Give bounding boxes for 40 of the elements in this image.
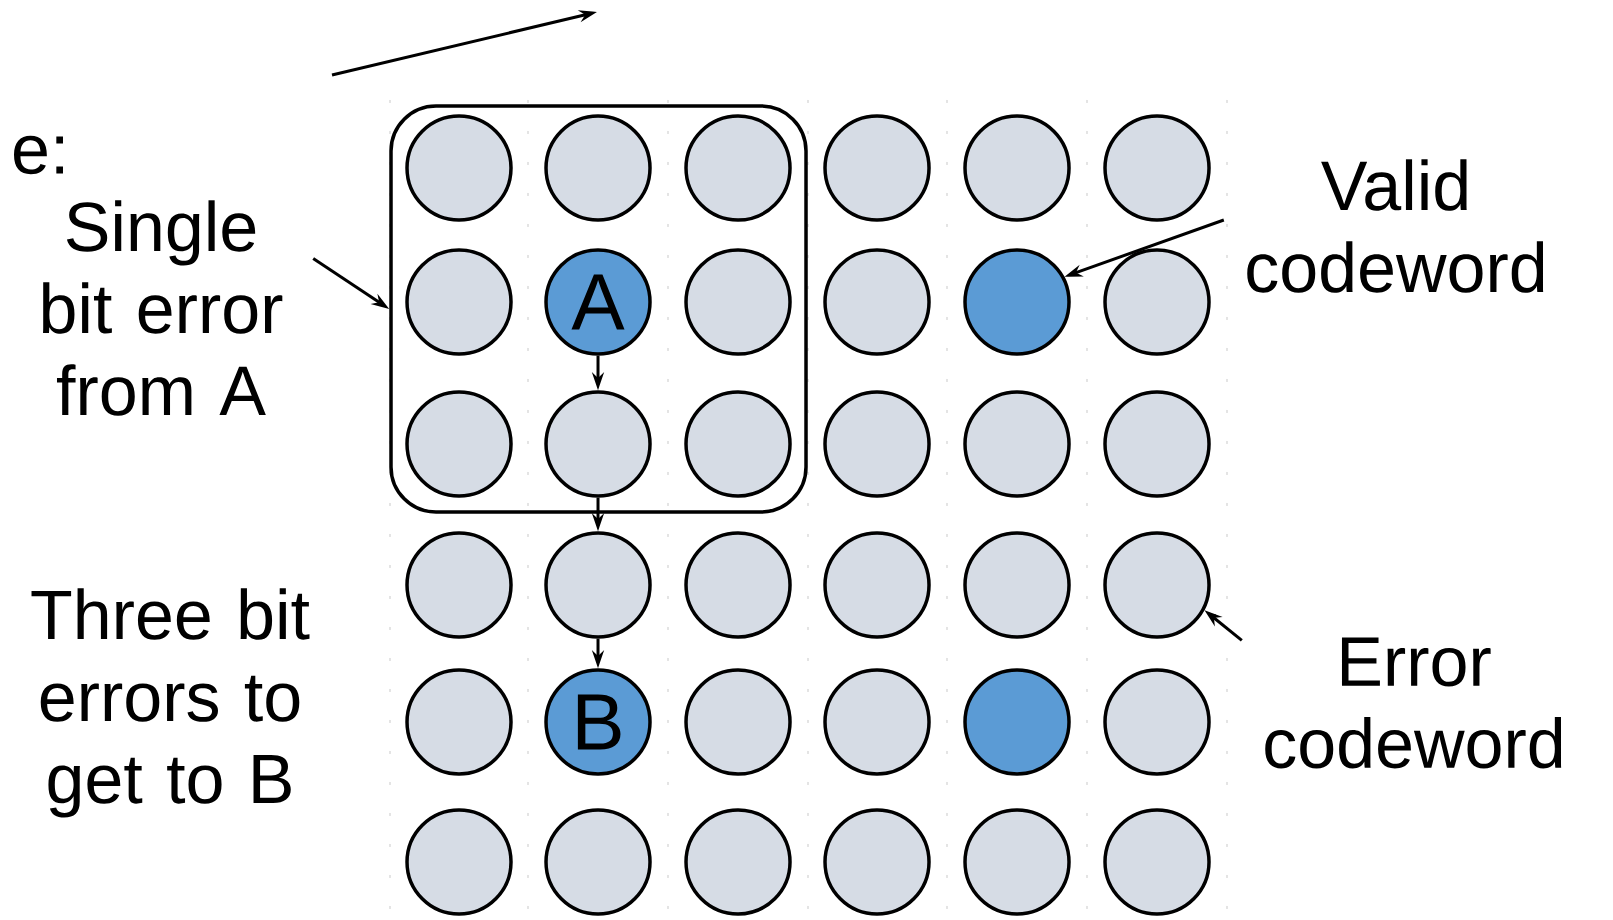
- codeword-circle: [963, 531, 1071, 639]
- codeword-circle: [1103, 248, 1211, 356]
- codeword-circle: [405, 248, 513, 356]
- codeword-circle: [1103, 390, 1211, 498]
- codeword-circle: [544, 390, 652, 498]
- callout-text: Valid codeword: [1247, 159, 1544, 293]
- codeword-circle: [405, 114, 513, 222]
- codeword-circle: [823, 531, 931, 639]
- codeword-circle: [823, 390, 931, 498]
- codeword-circle: [684, 114, 792, 222]
- note-text: Three bit errors to get to B: [31, 588, 310, 818]
- codeword-circle: [963, 808, 1071, 916]
- codeword-circle: [963, 248, 1071, 356]
- codeword-circle: [405, 531, 513, 639]
- codeword-circle: [823, 808, 931, 916]
- codeword-circle: [1103, 808, 1211, 916]
- codeword-circle: [405, 668, 513, 776]
- callout-text: Single bit error from A: [43, 200, 283, 416]
- codeword-circle: [544, 531, 652, 639]
- codeword-circle: [684, 248, 792, 356]
- codeword-circle: [823, 248, 931, 356]
- codeword-circle: [823, 114, 931, 222]
- group-box: [389, 104, 808, 514]
- codeword-circle: [1103, 531, 1211, 639]
- codeword-circle: [544, 114, 652, 222]
- codeword-circle: [544, 808, 652, 916]
- codeword-circle: [684, 531, 792, 639]
- codeword-circle: [405, 808, 513, 916]
- codeword-circle: [405, 390, 513, 498]
- callout-text: Error codeword: [1265, 637, 1562, 769]
- codeword-circle: [684, 668, 792, 776]
- codeword-circle: [963, 668, 1071, 776]
- codeword-circle: [963, 114, 1071, 222]
- codeword-circle: [1103, 114, 1211, 222]
- codeword-circle: [684, 390, 792, 498]
- codeword-circle: [963, 390, 1071, 498]
- note-text: e:: [14, 135, 63, 175]
- codeword-circle: [1103, 668, 1211, 776]
- codeword-circle: [823, 668, 931, 776]
- codeword-circle: [684, 808, 792, 916]
